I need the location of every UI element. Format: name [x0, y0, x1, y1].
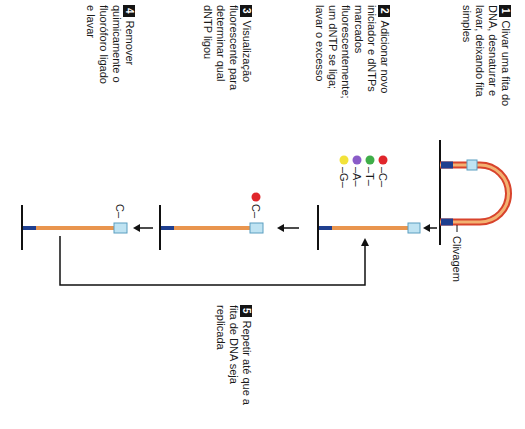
- step-number: 3: [240, 5, 252, 17]
- step-note: 1Clivar uma fita do DNA, desnaturar e la…: [459, 5, 512, 123]
- dna-hairpin: [440, 165, 509, 222]
- step-text: Repetir até que a fita de DNA seja repli…: [215, 305, 253, 405]
- step-number: 2: [378, 5, 390, 17]
- dntp-label: –C–: [377, 167, 389, 187]
- step-note: 5Repetir até que a fita de DNA seja repl…: [213, 305, 253, 405]
- primer-box: [250, 223, 263, 233]
- step-text: Clivar uma fita do DNA, desnaturar e lav…: [461, 5, 512, 106]
- step-note: 3Visualização fluorescente para determin…: [200, 5, 253, 103]
- step-note: 2Adicionar novo iniciador e dNTPs marcad…: [312, 5, 391, 103]
- surface-line: [317, 205, 319, 250]
- adapter: [319, 226, 332, 230]
- dntp-label: –G–: [338, 167, 350, 188]
- surface-line: [439, 140, 441, 245]
- base-label: C–: [250, 204, 262, 218]
- step-text: Visualização fluorescente para determina…: [202, 5, 253, 90]
- arrow-head: [423, 224, 430, 232]
- step-number: 1: [499, 5, 511, 17]
- arrow-head: [133, 224, 140, 232]
- primer-box: [408, 223, 420, 233]
- dna-strand: [332, 226, 408, 230]
- dntp-label: –T–: [364, 167, 376, 186]
- dntp-dot: [340, 156, 349, 165]
- surface-line: [159, 205, 161, 250]
- surface-line: [21, 205, 23, 250]
- step-number: 5: [240, 305, 252, 317]
- flow-arrow: [283, 227, 299, 229]
- step-number: 4: [123, 5, 135, 17]
- adapter: [441, 162, 453, 169]
- flow-arrow: [429, 227, 437, 229]
- adapter: [441, 219, 453, 226]
- dntp-dot: [353, 156, 362, 165]
- dntp-dot: [366, 156, 375, 165]
- step-note: 4Remover quimicamente o fluoróforo ligad…: [83, 5, 136, 89]
- primer-box: [114, 223, 127, 233]
- dna-strand: [174, 226, 250, 230]
- step-text: Remover quimicamente o fluoróforo ligado…: [85, 5, 136, 84]
- base-label: C–: [114, 204, 126, 218]
- leader-line: [457, 225, 458, 232]
- flow-arrow: [139, 227, 153, 229]
- arrow-head: [361, 238, 369, 246]
- arrow-head: [277, 224, 284, 232]
- part-label: Clivagem: [451, 236, 463, 282]
- dna-hairpin-core: [440, 165, 509, 222]
- dntp-dot: [379, 156, 388, 165]
- adapter: [161, 226, 174, 230]
- primer-box: [467, 160, 477, 170]
- step-text: Adicionar novo iniciador e dNTPs marcado…: [314, 5, 391, 99]
- fluorophore-dot: [252, 193, 261, 202]
- dna-strand: [36, 226, 114, 230]
- repeat-loop: [60, 236, 365, 285]
- dntp-label: –A–: [351, 167, 363, 187]
- adapter: [23, 226, 36, 230]
